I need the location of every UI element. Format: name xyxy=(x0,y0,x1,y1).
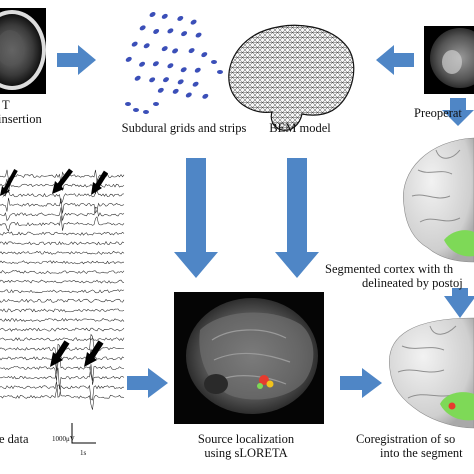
electrode-contact xyxy=(134,75,141,81)
electrode-contact xyxy=(167,28,174,34)
coreg-label-line1: Coregistration of so xyxy=(356,432,456,446)
electrode-contact xyxy=(172,48,179,54)
electrode-contact xyxy=(163,77,169,83)
electrode-contact xyxy=(202,93,209,99)
eeg-label: e data xyxy=(0,432,29,446)
ct-label-line1: T xyxy=(2,98,10,112)
eeg-trace xyxy=(0,215,125,232)
ct-label-line2: insertion xyxy=(0,112,42,126)
electrode-contact xyxy=(201,52,208,58)
eeg-trace xyxy=(0,289,125,294)
bem-label: BEM model xyxy=(269,121,331,135)
eeg-trace xyxy=(0,343,125,372)
preop-mri-panel xyxy=(424,26,474,94)
eeg-trace xyxy=(0,384,125,410)
eeg-trace xyxy=(0,364,125,390)
preop-label: Preoperat xyxy=(414,106,462,120)
segmented-label-line2: delineated by postoj xyxy=(362,276,463,290)
spike-arrow-icon xyxy=(50,340,70,367)
ct-image-panel xyxy=(0,8,46,94)
electrode-contact xyxy=(131,41,138,47)
spike-arrow-icon xyxy=(84,340,104,367)
eeg-scale-amplitude: 1000μV xyxy=(52,435,75,443)
electrode-contact xyxy=(139,25,146,31)
eeg-traces-panel xyxy=(0,168,126,410)
flow-arrow-icon xyxy=(340,368,382,398)
electrode-contact xyxy=(177,79,184,85)
eeg-trace xyxy=(0,270,125,274)
source-label-line1: Source localization xyxy=(197,432,295,446)
flow-arrow-icon xyxy=(127,368,168,398)
eeg-trace xyxy=(0,260,124,265)
segmented-cortex-brain xyxy=(402,137,474,263)
electrode-contact xyxy=(167,63,174,69)
electrode-contact xyxy=(133,108,139,112)
electrode-contact xyxy=(190,19,197,25)
eeg-trace xyxy=(0,337,125,342)
spike-arrow-icon xyxy=(52,168,73,194)
eeg-trace xyxy=(0,197,125,214)
eeg-trace xyxy=(0,279,125,284)
coreg-label-line2: into the segment xyxy=(380,446,463,460)
flow-arrow-icon xyxy=(442,98,474,126)
grids-label: Subdural grids and strips xyxy=(121,121,247,135)
eeg-trace xyxy=(0,250,125,255)
electrode-contact xyxy=(185,92,192,98)
electrode-contact xyxy=(125,56,132,62)
electrode-contact xyxy=(195,32,202,38)
eeg-trace xyxy=(0,231,125,236)
subdural-electrodes xyxy=(125,11,223,114)
electrode-contact xyxy=(125,102,131,106)
electrode-contact xyxy=(192,81,199,87)
flow-arrow-icon xyxy=(57,45,96,75)
electrode-contact xyxy=(153,102,159,106)
eeg-trace xyxy=(0,189,125,205)
eeg-scale-bar xyxy=(71,423,96,444)
electrode-contact xyxy=(161,13,168,19)
electrode-contact xyxy=(177,15,184,21)
spike-arrow-icon xyxy=(91,170,109,195)
eeg-trace xyxy=(0,327,125,332)
eeg-trace xyxy=(0,318,125,323)
electrode-contact xyxy=(157,87,164,93)
electrode-contact xyxy=(149,77,156,83)
electrode-contact xyxy=(139,61,146,67)
electrode-contact xyxy=(180,67,187,73)
bem-model-mesh xyxy=(228,24,355,131)
eeg-trace xyxy=(0,298,125,303)
source-label-line2: using sLORETA xyxy=(204,446,288,460)
eeg-trace xyxy=(0,308,125,313)
segmented-label-line1: Segmented cortex with th xyxy=(325,262,454,276)
electrode-contact xyxy=(188,48,195,54)
flow-arrow-icon xyxy=(376,45,414,75)
electrode-contact xyxy=(172,88,179,94)
coregistration-brain xyxy=(388,317,474,429)
electrode-contact xyxy=(181,31,188,37)
electrode-contact xyxy=(211,60,217,64)
flow-arrow-icon xyxy=(275,158,319,278)
eeg-scale-time: 1s xyxy=(80,449,87,457)
source-localization-panel xyxy=(174,292,324,424)
electrode-contact xyxy=(194,67,201,73)
eeg-trace xyxy=(0,354,125,382)
electrode-contact xyxy=(152,61,159,67)
spike-arrow-icon xyxy=(0,169,18,198)
electrode-contact xyxy=(217,70,223,74)
electrode-contact xyxy=(149,11,156,17)
electrode-contact xyxy=(153,28,160,34)
eeg-trace xyxy=(0,381,124,401)
eeg-trace xyxy=(0,241,125,246)
flow-arrow-icon xyxy=(174,158,218,278)
electrode-contact xyxy=(161,46,168,52)
eeg-trace xyxy=(0,206,125,222)
electrode-contact xyxy=(143,43,150,49)
flow-arrow-icon xyxy=(444,288,474,318)
electrode-contact xyxy=(143,110,149,114)
